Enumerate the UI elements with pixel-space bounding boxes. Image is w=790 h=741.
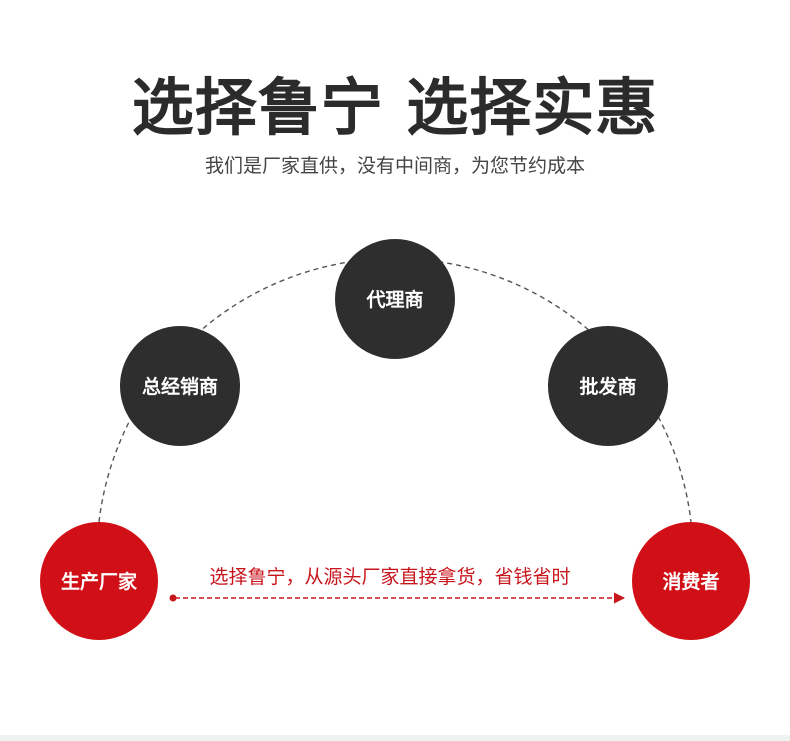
- node-general-distributor-circle: [120, 326, 240, 446]
- direct-route-label: 选择鲁宁，从源头厂家直接拿货，省钱省时: [209, 565, 570, 588]
- node-agent-label: 代理商: [365, 288, 423, 311]
- node-consumer-label: 消费者: [662, 570, 719, 593]
- node-agent-circle: [335, 239, 455, 359]
- node-wholesaler-circle: [548, 326, 668, 446]
- direct-route-start-dot: [169, 594, 177, 602]
- node-agent: 代理商: [335, 239, 455, 359]
- node-consumer: 消费者: [632, 522, 750, 640]
- node-general-distributor: 总经销商: [120, 326, 240, 446]
- node-manufacturer: 生产厂家: [40, 522, 158, 640]
- headline: 选择鲁宁 选择实惠: [131, 71, 659, 144]
- node-manufacturer-label: 生产厂家: [61, 570, 138, 593]
- node-consumer-circle: [632, 522, 750, 640]
- node-wholesaler-label: 批发商: [579, 375, 636, 398]
- node-manufacturer-circle: [40, 522, 158, 640]
- bottom-divider: [0, 735, 790, 741]
- subline: 我们是厂家直供，没有中间商，为您节约成本: [204, 155, 585, 177]
- node-general-distributor-label: 总经销商: [142, 375, 218, 398]
- node-wholesaler: 批发商: [548, 326, 668, 446]
